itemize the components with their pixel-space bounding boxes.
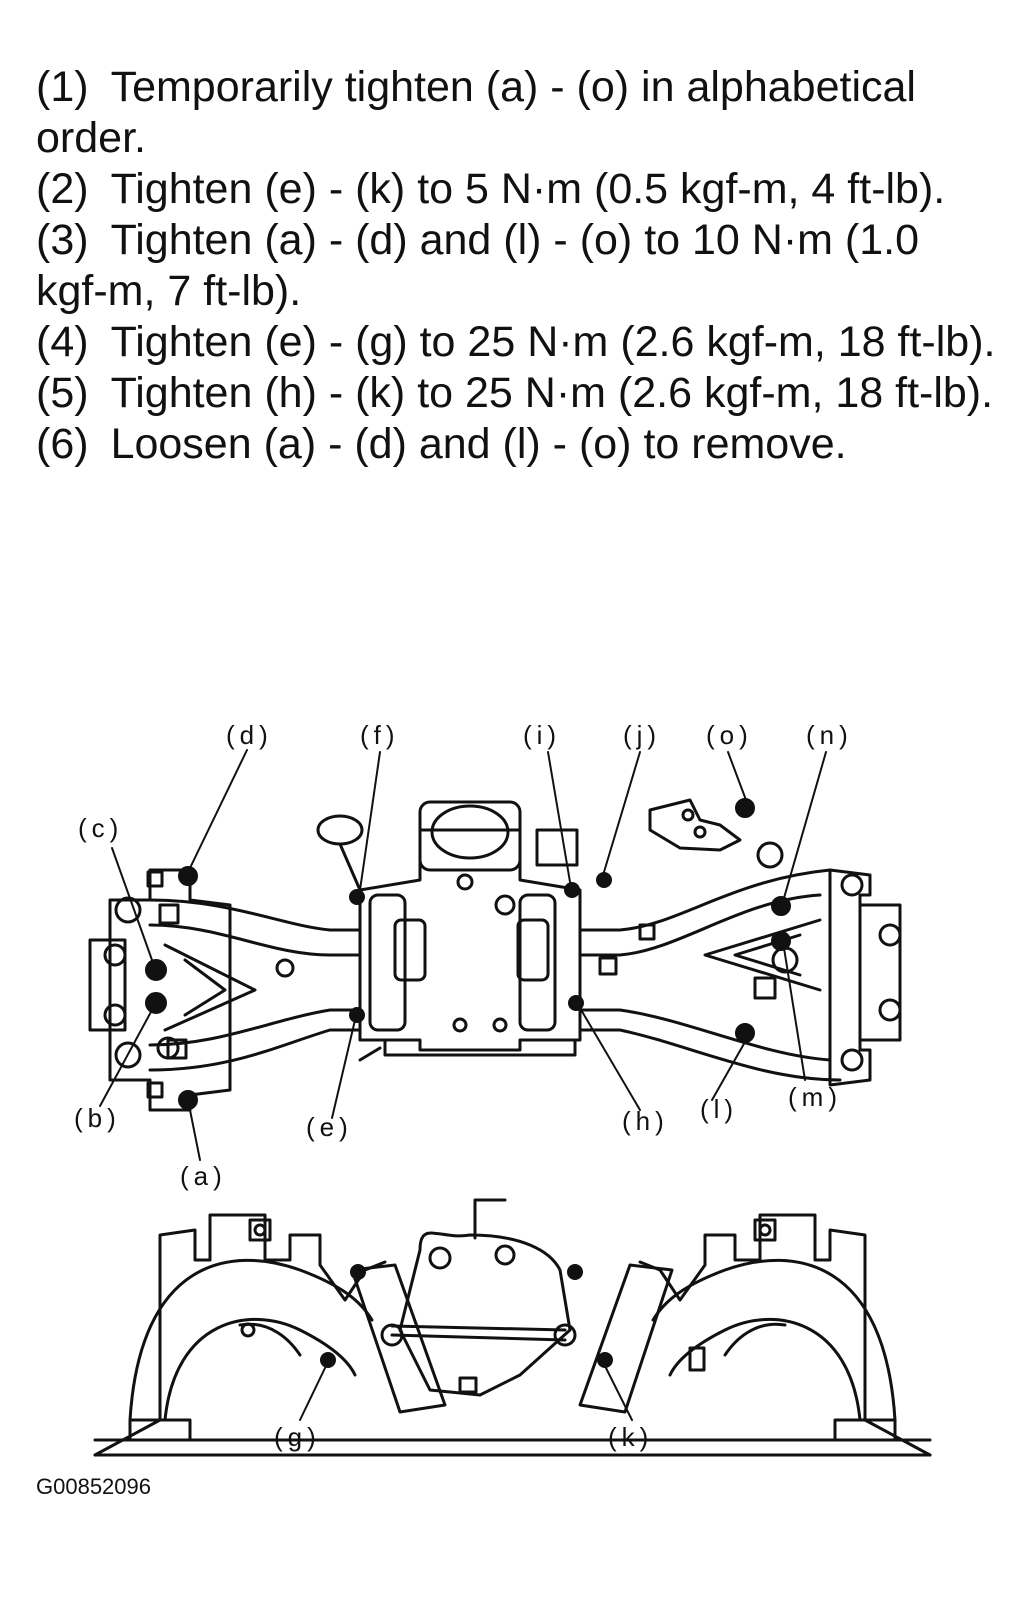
manifold-side-view [93, 1198, 932, 1457]
label-i: (i) [523, 720, 561, 750]
step-text: Tighten (e) - (k) to 5 N·m (0.5 kgf-m, 4… [110, 165, 946, 213]
step-number: (2) [36, 165, 89, 213]
step-5: (5) Tighten (h) - (k) to 25 N·m (2.6 kgf-… [36, 368, 998, 419]
step-2: (2) Tighten (e) - (k) to 5 N·m (0.5 kgf-m… [36, 164, 998, 215]
step-text: Temporarily tighten (a) - (o) in alphabe… [36, 63, 916, 162]
manifold-top-view [88, 749, 902, 1161]
step-1: (1)Temporarily tighten (a) - (o) in alph… [36, 62, 998, 164]
step-number: (5) [36, 369, 89, 417]
step-text: Tighten (a) - (d) and (l) - (o) to 10 N·… [36, 216, 920, 315]
label-m: (m) [788, 1082, 842, 1112]
label-e: (e) [306, 1112, 353, 1142]
step-4: (4) Tighten (e) - (g) to 25 N·m (2.6 kgf-… [36, 317, 998, 368]
step-text: Loosen (a) - (d) and (l) - (o) to remove… [110, 420, 847, 468]
label-a: (a) [180, 1161, 227, 1191]
label-n: (n) [806, 720, 853, 750]
step-6: (6) Loosen (a) - (d) and (l) - (o) to rem… [36, 419, 998, 470]
label-b: (b) [74, 1103, 121, 1133]
step-number: (1) [36, 63, 89, 111]
step-3: (3)Tighten (a) - (d) and (l) - (o) to 10… [36, 215, 998, 317]
label-j: (j) [623, 720, 661, 750]
step-text: Tighten (e) - (g) to 25 N·m (2.6 kgf-m, … [110, 318, 996, 366]
figure-id: G00852096 [36, 1474, 151, 1499]
label-f: (f) [360, 720, 400, 750]
label-l: (l) [700, 1094, 738, 1124]
step-number: (3) [36, 216, 89, 264]
label-c: (c) [78, 813, 123, 843]
step-number: (4) [36, 318, 89, 366]
callout-labels: (d) (f) (i) (j) (o) (n) (c) (b) (e) (h) … [74, 720, 853, 1452]
label-g: (g) [274, 1422, 321, 1452]
label-h: (h) [622, 1106, 669, 1136]
label-o: (o) [706, 720, 753, 750]
label-k: (k) [608, 1422, 653, 1452]
tightening-instructions: (1)Temporarily tighten (a) - (o) in alph… [36, 62, 998, 470]
step-text: Tighten (h) - (k) to 25 N·m (2.6 kgf-m, … [110, 369, 994, 417]
label-d: (d) [226, 720, 273, 750]
step-number: (6) [36, 420, 89, 468]
